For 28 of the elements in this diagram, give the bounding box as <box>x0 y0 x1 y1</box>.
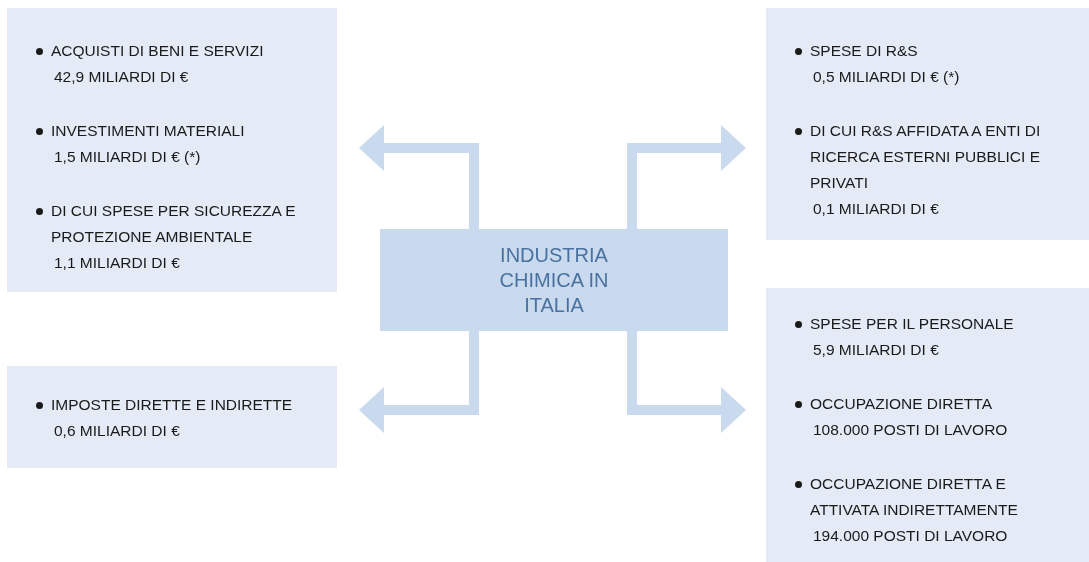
item-value: 1,1 MILIARDI DI € <box>54 254 180 271</box>
arrow <box>359 125 479 229</box>
arrow <box>359 331 479 433</box>
item-value: 5,9 MILIARDI DI € <box>813 341 939 358</box>
item-heading: ACQUISTI DI BENI E SERVIZI <box>51 42 264 59</box>
item-value: 0,6 MILIARDI DI € <box>54 422 180 439</box>
item-heading: DI CUI R&S AFFIDATA A ENTI DI RICERCA ESTERNI PUBBLICI E PRIVATI <box>810 122 1041 191</box>
item-value: 194.000 POSTI DI LAVORO <box>813 527 1008 544</box>
item-heading: DI CUI SPESE PER SICUREZZA E PROTEZIONE AMBIENTALE <box>51 202 296 245</box>
center-title: INDUSTRIA CHIMICA IN ITALIA <box>498 242 610 318</box>
item-heading: OCCUPAZIONE DIRETTA <box>810 395 992 412</box>
item-heading: SPESE PER IL PERSONALE <box>810 315 1014 332</box>
item-heading: IMPOSTE DIRETTE E INDIRETTE <box>51 396 293 413</box>
item-heading: SPESE DI R&S <box>810 42 918 59</box>
item-value: 1,5 MILIARDI DI € (*) <box>54 148 201 165</box>
item-heading: INVESTIMENTI MATERIALI <box>51 122 245 139</box>
item-value: 42,9 MILIARDI DI € <box>54 68 189 85</box>
item-value: 108.000 POSTI DI LAVORO <box>813 421 1008 438</box>
item-value: 0,1 MILIARDI DI € <box>813 200 939 217</box>
item-value: 0,5 MILIARDI DI € (*) <box>813 68 960 85</box>
arrow <box>627 125 746 229</box>
info-box <box>766 8 1089 240</box>
center-box <box>380 229 728 331</box>
item-heading: OCCUPAZIONE DIRETTA E ATTIVATA INDIRETTAMENTE <box>810 475 1018 518</box>
info-box <box>7 366 337 468</box>
info-box <box>7 8 337 292</box>
info-box <box>766 288 1089 562</box>
arrow <box>627 331 746 433</box>
